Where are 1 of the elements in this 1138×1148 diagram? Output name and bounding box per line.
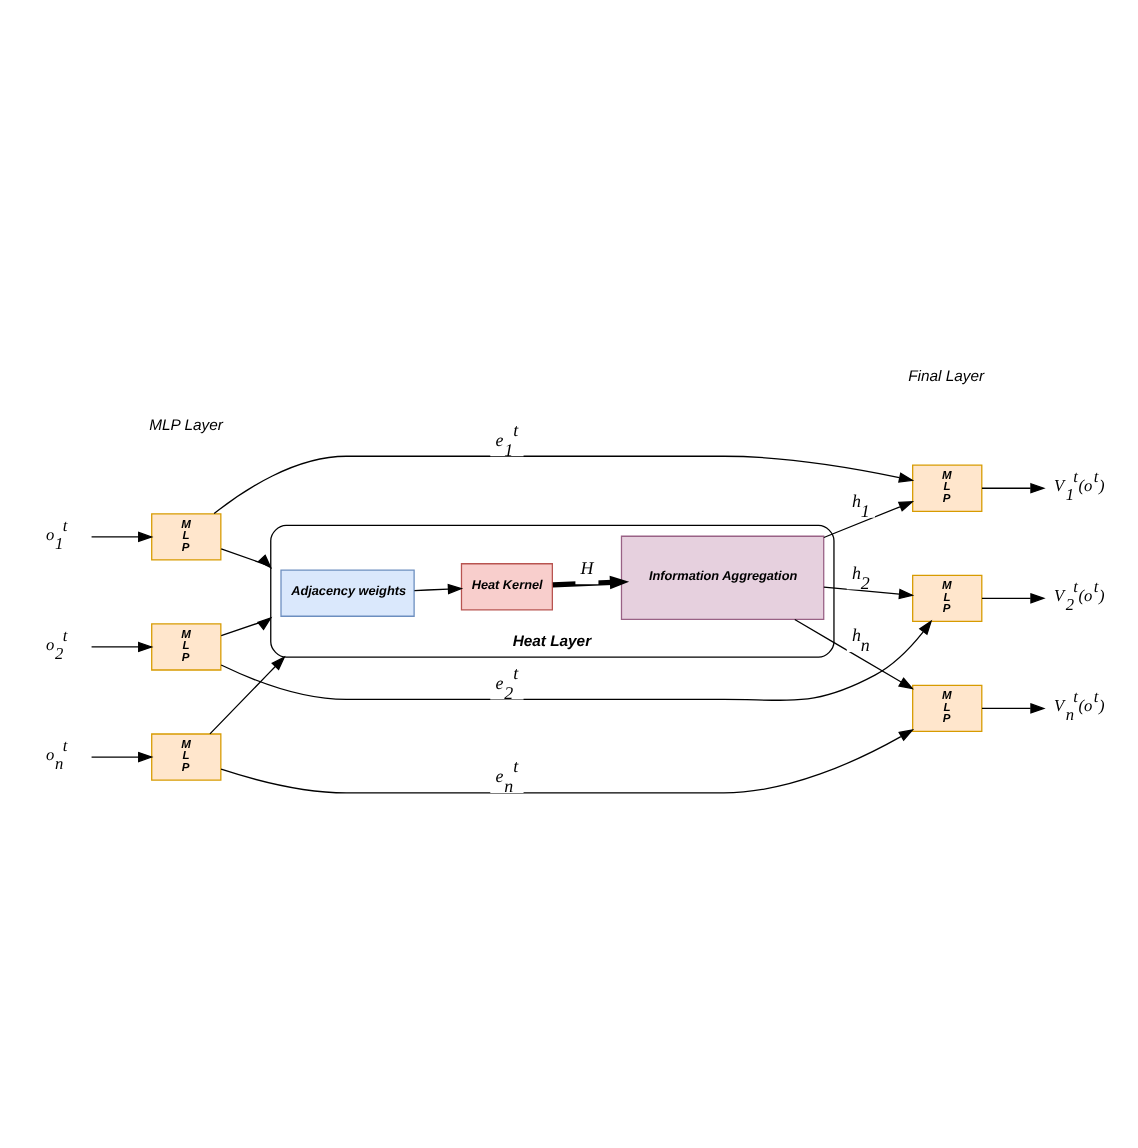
edge-label: H [580,557,594,578]
